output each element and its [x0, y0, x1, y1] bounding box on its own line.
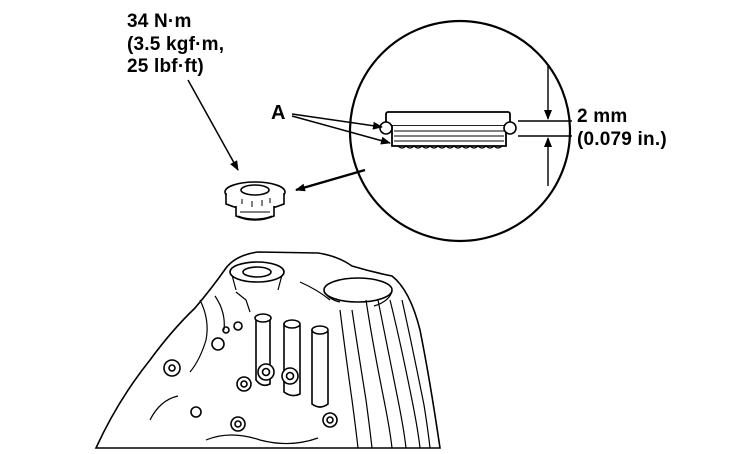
- detail-to-plug-arrow: [295, 168, 366, 192]
- washer-right-section: [503, 121, 517, 135]
- torque-spec-metric: 34 N·m: [127, 11, 192, 32]
- washer-left-section: [379, 121, 393, 135]
- enlarged-plug-detail: [385, 111, 511, 149]
- dimension-marker: [518, 66, 572, 186]
- callout-a-label: A: [271, 102, 286, 124]
- torque-spec-kgf: (3.5 kgf·m,: [127, 34, 225, 55]
- dimension-imperial-label: (0.079 in.): [577, 129, 667, 150]
- torque-spec-lbf: 25 lbf·ft): [127, 56, 204, 77]
- transmission-housing: [94, 251, 441, 449]
- drain-plug-part: [224, 181, 286, 221]
- callout-a-leader-2: [291, 115, 391, 145]
- callout-a-leader-1: [291, 113, 383, 130]
- dimension-metric-label: 2 mm: [577, 106, 628, 127]
- torque-leader-arrow: [187, 79, 239, 171]
